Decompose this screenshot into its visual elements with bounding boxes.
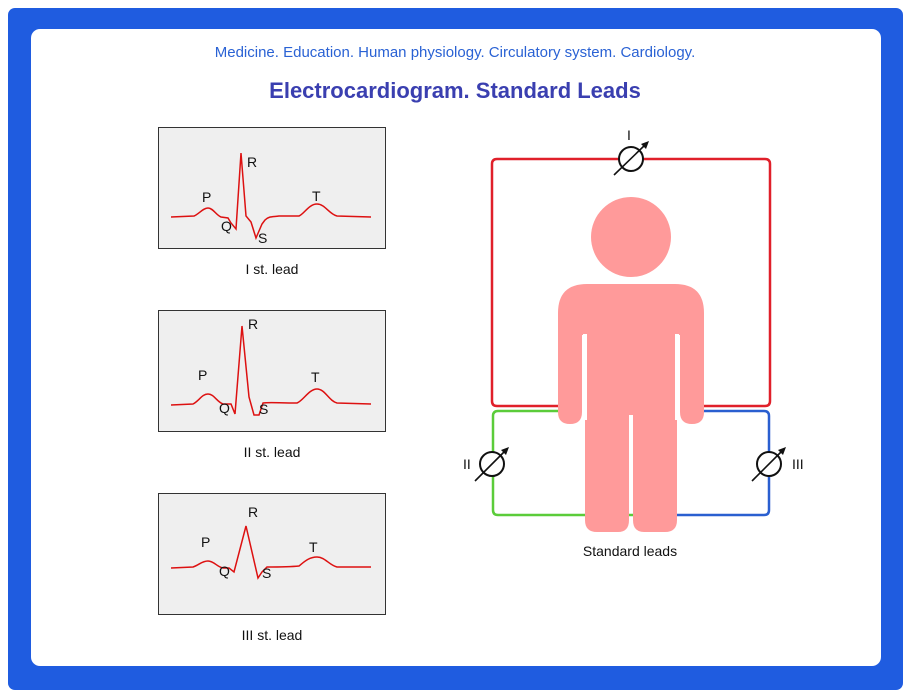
ecg-panel-lead-1: P Q R S T — [158, 127, 386, 249]
ecg-caption-lead-1: I st. lead — [245, 261, 299, 277]
lead-1-label: I — [627, 127, 631, 143]
ecg-caption-lead-3: III st. lead — [241, 627, 303, 643]
diagram-caption: Standard leads — [582, 543, 678, 559]
r-wave-label: R — [247, 154, 258, 170]
ecg-panel-lead-2: P Q R S T — [158, 310, 386, 432]
t-wave-label: T — [312, 188, 321, 204]
ecg-caption-lead-2: II st. lead — [243, 444, 301, 460]
page-title: Electrocardiogram. Standard Leads — [269, 78, 641, 103]
ecg-trace-lead-3 — [170, 525, 371, 580]
p-wave-label: P — [202, 189, 212, 205]
q-wave-label: Q — [219, 400, 230, 416]
q-wave-label: Q — [219, 563, 230, 579]
s-wave-label: S — [262, 565, 272, 581]
ecg-trace-lead-2 — [170, 325, 372, 416]
galvanometer-icon — [474, 447, 509, 482]
ecg-trace-lead-1 — [170, 152, 372, 241]
s-wave-label: S — [258, 230, 268, 246]
t-wave-label: T — [311, 369, 320, 385]
s-wave-label: S — [259, 401, 269, 417]
lead-2-label: II — [463, 456, 471, 472]
human-figure-icon — [558, 197, 704, 532]
r-wave-label: R — [248, 316, 259, 332]
lead-3-label: III — [792, 456, 804, 472]
p-wave-label: P — [201, 534, 211, 550]
ecg-panel-lead-3: P Q R S T — [158, 493, 386, 615]
galvanometer-icon — [613, 141, 649, 176]
r-wave-label: R — [248, 504, 259, 520]
page-subtitle: Medicine. Education. Human physiology. C… — [214, 44, 696, 61]
galvanometer-icon — [751, 447, 786, 482]
p-wave-label: P — [198, 367, 208, 383]
figure-separators — [583, 334, 679, 420]
t-wave-label: T — [309, 539, 318, 555]
q-wave-label: Q — [221, 218, 232, 234]
